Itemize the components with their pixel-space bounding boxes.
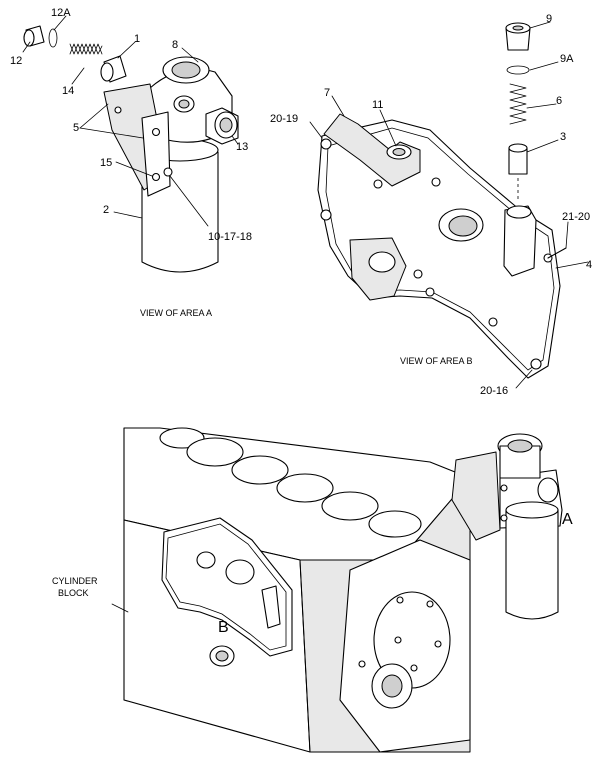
engine-block bbox=[123, 427, 471, 753]
filter-a-installed bbox=[451, 433, 563, 620]
callout-9: 9 bbox=[546, 13, 552, 25]
bracket-hole bbox=[114, 106, 122, 114]
callout-12: 12 bbox=[10, 55, 22, 67]
callout-21-20: 21-20 bbox=[562, 211, 590, 223]
stud-shaft bbox=[547, 247, 567, 259]
cap-9-socket bbox=[512, 25, 524, 31]
boss-11-bore bbox=[392, 148, 406, 156]
callout-4: 4 bbox=[586, 259, 592, 271]
bolt-20-19 bbox=[320, 138, 332, 150]
bolt bbox=[373, 179, 383, 189]
installed-filter-port-bore bbox=[507, 439, 533, 453]
outlet-port-13-bore bbox=[219, 117, 233, 133]
callout-8: 8 bbox=[172, 39, 178, 51]
installed-bracket bbox=[451, 451, 501, 541]
leader-lines-a bbox=[22, 15, 239, 227]
installed-canister-top bbox=[505, 501, 559, 519]
callout-7: 7 bbox=[324, 87, 330, 99]
bolt bbox=[488, 317, 498, 327]
callout-1: 1 bbox=[134, 33, 140, 45]
installed-canister bbox=[505, 509, 559, 620]
crank-bore bbox=[381, 674, 403, 698]
bracket-hole bbox=[151, 127, 161, 137]
spring-14-back bbox=[69, 43, 103, 55]
callout-3: 3 bbox=[560, 131, 566, 143]
cover-b-gasket bbox=[165, 523, 287, 651]
callout-13: 13 bbox=[236, 141, 248, 153]
callout-5: 5 bbox=[73, 122, 79, 134]
bolt-20-16 bbox=[530, 358, 542, 370]
caption-cylinder-line1: CYLINDER bbox=[52, 576, 98, 586]
callout-12a: 12A bbox=[51, 7, 71, 19]
callout-6: 6 bbox=[556, 95, 562, 107]
relief-valve-parts bbox=[505, 22, 531, 200]
label-area-b: B bbox=[218, 619, 229, 636]
valve-housing bbox=[503, 205, 537, 277]
caption-view-area-a: VIEW OF AREA A bbox=[140, 308, 212, 318]
cover-b-housing bbox=[261, 585, 281, 629]
caption-view-area-b: VIEW OF AREA B bbox=[400, 356, 473, 366]
valve-housing-top bbox=[506, 205, 532, 219]
bolt bbox=[431, 177, 441, 187]
caption-cylinder-line2: BLOCK bbox=[58, 588, 89, 598]
spring-14 bbox=[69, 43, 103, 55]
leader-lines-b bbox=[309, 21, 589, 389]
captions: VIEW OF AREA A VIEW OF AREA B CYLINDER B… bbox=[52, 308, 573, 636]
cylinder-bore bbox=[186, 437, 244, 467]
fitting-1-end bbox=[100, 62, 114, 82]
housing-hole bbox=[396, 596, 404, 604]
housing-hole bbox=[434, 640, 442, 648]
cover-arm-7 bbox=[323, 113, 421, 187]
cover-b-bore bbox=[225, 559, 255, 585]
block-boss-bore bbox=[215, 650, 229, 662]
filter-assembly-view-a bbox=[23, 25, 239, 273]
cover-b-boss bbox=[196, 551, 216, 569]
housing-hole bbox=[410, 664, 418, 672]
cylinder-bore bbox=[368, 510, 422, 538]
cylinder-bore bbox=[321, 491, 379, 521]
callout-11: 11 bbox=[372, 99, 383, 111]
callout-2: 2 bbox=[103, 204, 109, 216]
housing-hole bbox=[358, 660, 366, 668]
filter-base-port-side-bore bbox=[178, 99, 190, 109]
filter-base-port-bore bbox=[171, 61, 201, 79]
label-area-a: A bbox=[562, 511, 573, 528]
installed-outlet-port bbox=[537, 477, 559, 503]
lower-arm-bore bbox=[368, 251, 396, 273]
housing-hole bbox=[394, 636, 402, 644]
spring-6 bbox=[509, 83, 527, 125]
o-ring-12a bbox=[48, 28, 58, 48]
bolt bbox=[413, 269, 423, 279]
bolt-15 bbox=[151, 172, 161, 182]
cover-gasket bbox=[325, 127, 555, 371]
cover-assembly-view-b bbox=[317, 113, 567, 379]
installed-bolt bbox=[500, 514, 508, 522]
callout-20-16: 20-16 bbox=[480, 385, 508, 397]
stud bbox=[320, 209, 332, 221]
bolt bbox=[425, 287, 435, 297]
housing-hole bbox=[426, 600, 434, 608]
o-ring-9a bbox=[506, 65, 530, 75]
cylinder-bore bbox=[276, 473, 334, 503]
callout-15: 15 bbox=[100, 157, 112, 169]
callout-9a: 9A bbox=[560, 53, 574, 65]
callout-labels: 1 8 12A 12 14 5 13 15 2 10-17-18 9 9A 6 … bbox=[10, 7, 592, 397]
cylinder-block-leader bbox=[111, 603, 129, 613]
seal-bore-inner bbox=[448, 215, 478, 237]
callout-20-19: 20-19 bbox=[270, 113, 298, 125]
callout-14: 14 bbox=[62, 85, 74, 97]
callout-10-17-18: 10-17-18 bbox=[208, 231, 252, 243]
plunger-3-top bbox=[508, 143, 528, 153]
cylinder-bore bbox=[231, 455, 289, 485]
installed-bolt bbox=[500, 484, 508, 492]
plug-12-head bbox=[23, 29, 35, 47]
bolt-10-17-18 bbox=[163, 167, 173, 177]
block-edge bbox=[299, 559, 311, 753]
cover-b-installed bbox=[161, 517, 293, 657]
